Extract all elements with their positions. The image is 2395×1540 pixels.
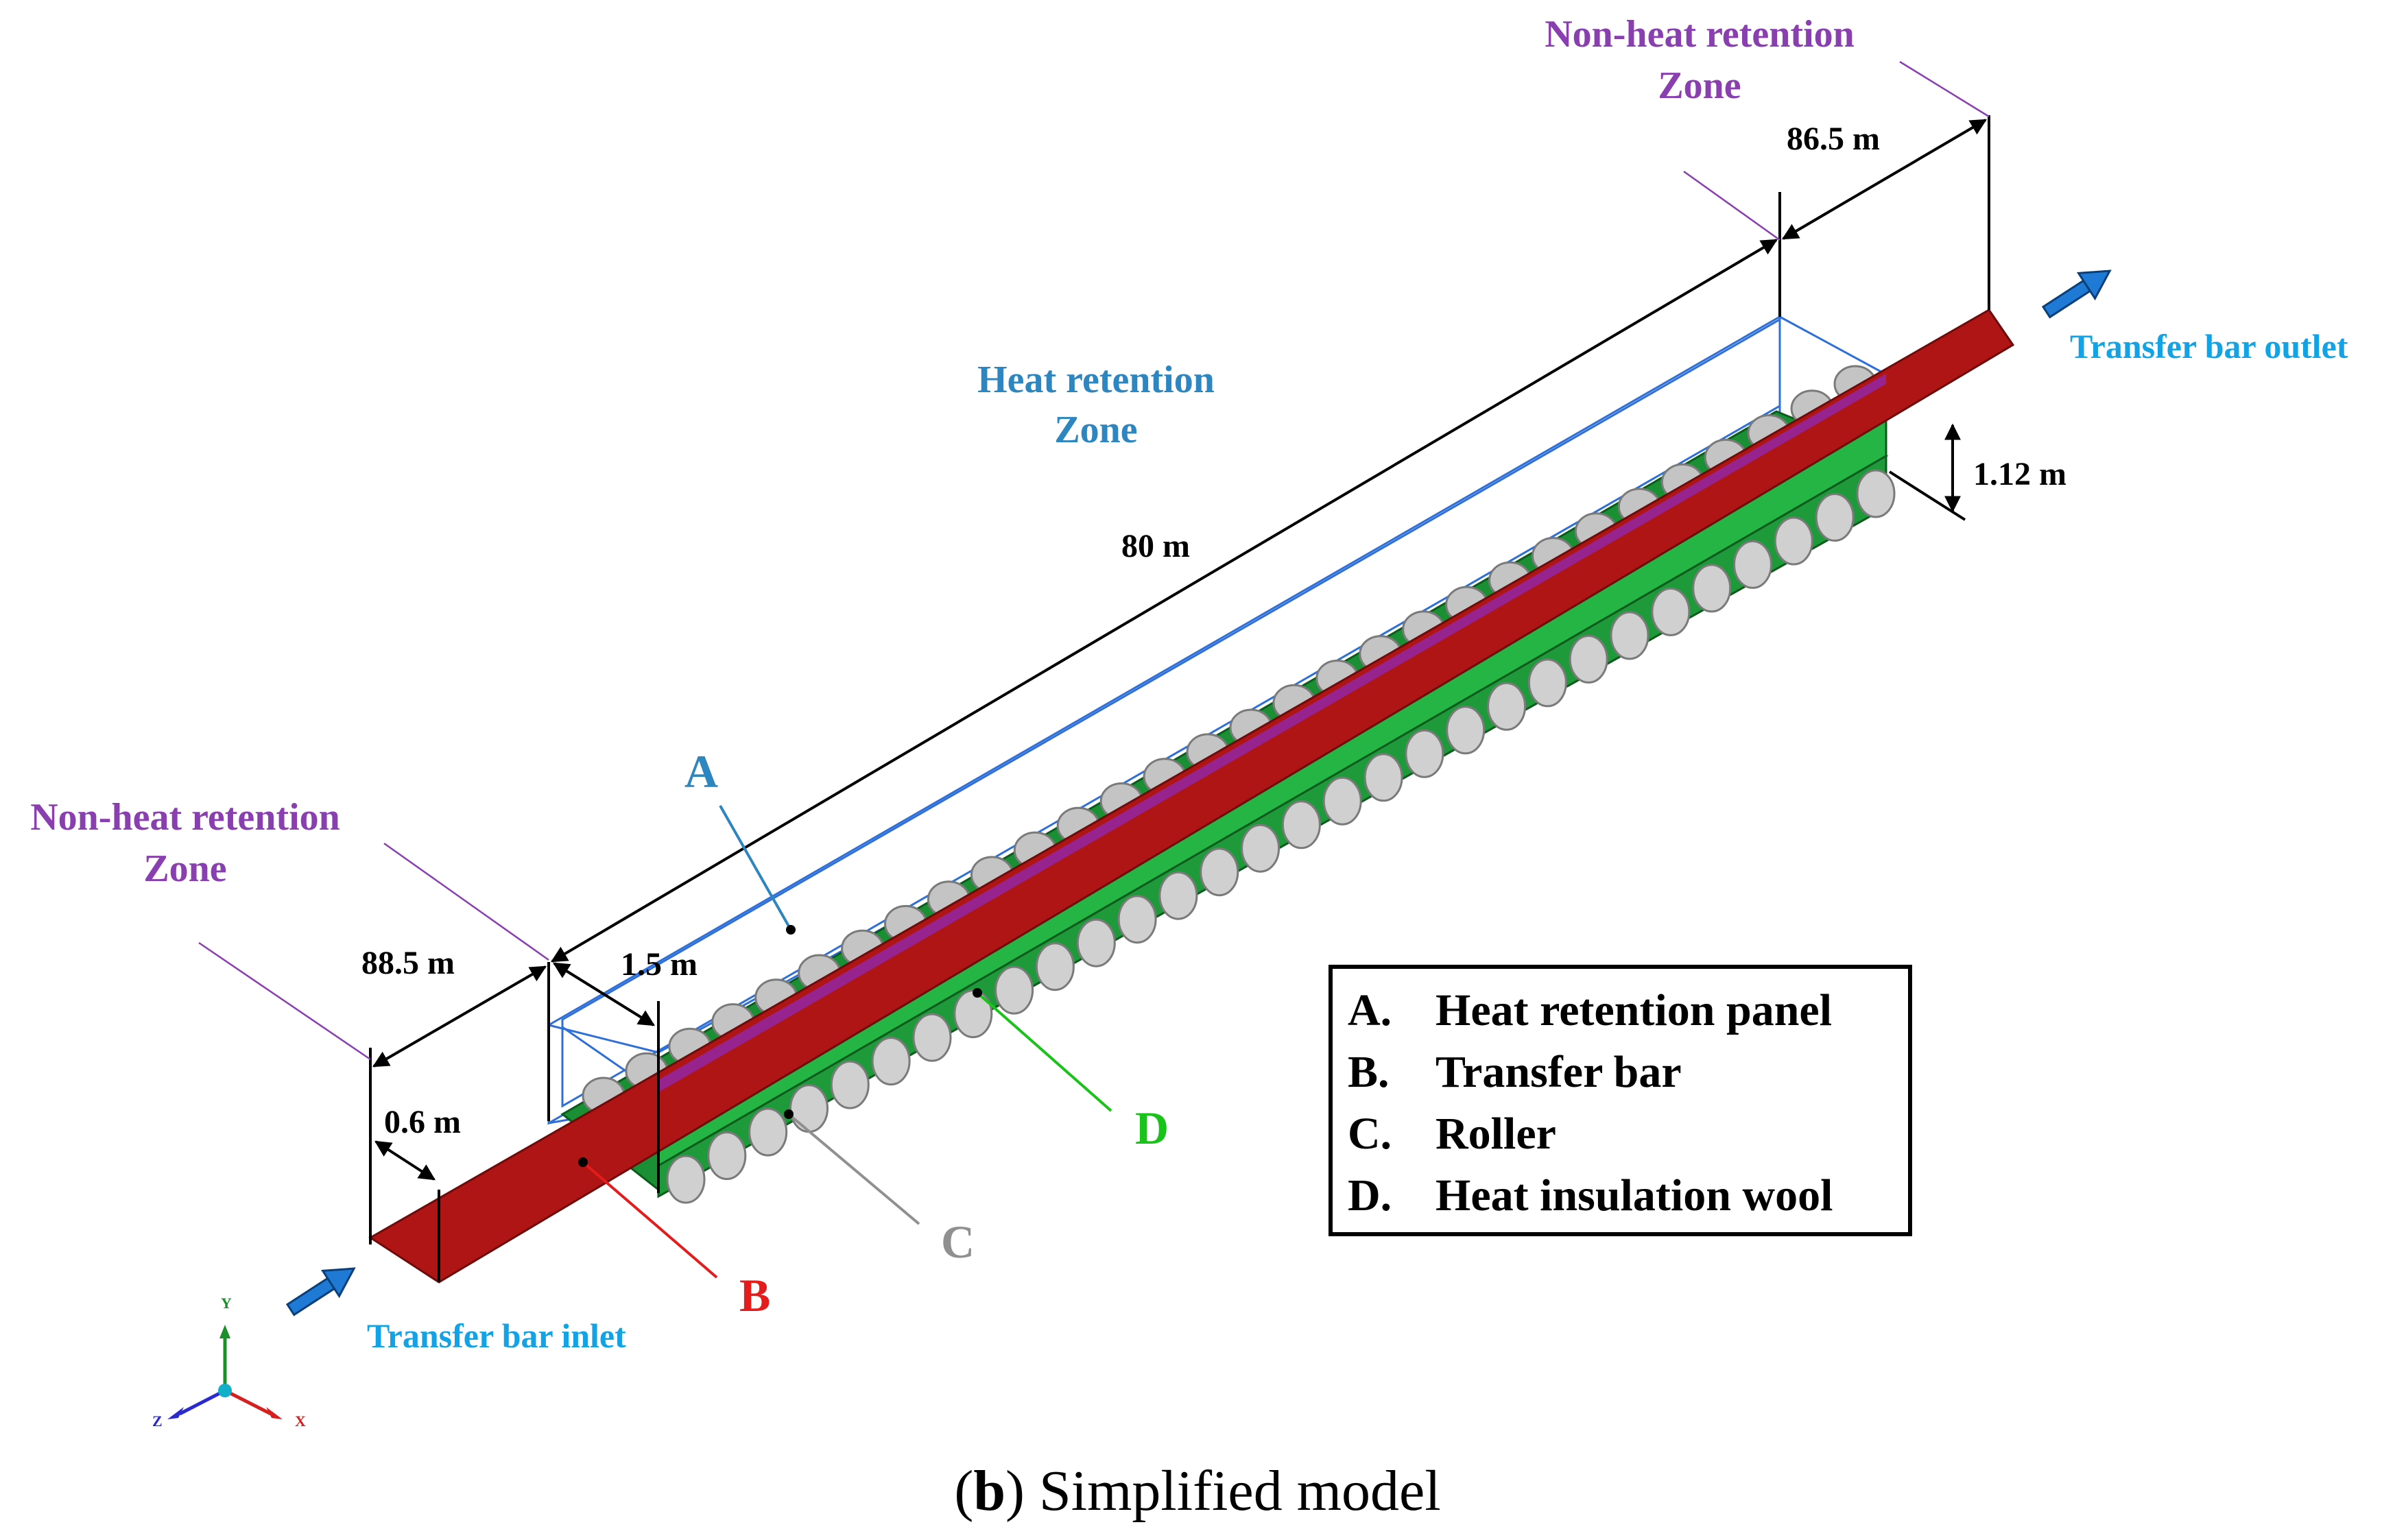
legend-label-d: Heat insulation wool xyxy=(1435,1170,1833,1220)
roller-front xyxy=(1241,823,1280,873)
dim-1-12m: 1.12 m xyxy=(1973,456,2066,492)
flow-arrows xyxy=(285,269,2112,1316)
roller-front xyxy=(1322,776,1362,826)
roller-front xyxy=(1815,493,1855,542)
roller-front xyxy=(953,989,993,1039)
axis-z-label: Z xyxy=(152,1412,163,1430)
roller-front xyxy=(830,1060,870,1109)
non-heat-zone-left-line2: Zone xyxy=(143,847,226,890)
roller-front xyxy=(1281,800,1321,850)
roller-front xyxy=(1569,634,1608,684)
roller-front xyxy=(1527,658,1567,708)
heat-zone-label-line2: Zone xyxy=(1054,409,1137,451)
roller-front xyxy=(707,1131,747,1180)
roller-front xyxy=(871,1037,911,1086)
legend-label-a: Heat retention panel xyxy=(1435,985,1832,1035)
roller-front xyxy=(1733,540,1772,589)
legend-key-b: B. xyxy=(1348,1047,1390,1097)
roller-front xyxy=(1076,918,1116,967)
roller-front xyxy=(1610,611,1649,660)
roller-front xyxy=(994,965,1034,1015)
heat-zone-label-line1: Heat retention xyxy=(977,359,1215,401)
roller-front xyxy=(1487,682,1527,731)
zone-leader-lines xyxy=(198,60,1990,1061)
non-heat-zone-left-line1: Non-heat retention xyxy=(30,796,340,839)
legend-key-d: D. xyxy=(1348,1170,1392,1220)
inlet-arrow-icon xyxy=(285,1267,356,1316)
callout-d: D xyxy=(1135,1102,1169,1154)
non-heat-zone-right-line2: Zone xyxy=(1658,64,1741,107)
legend-key-c: C. xyxy=(1348,1109,1392,1159)
axis-y-label: Y xyxy=(221,1295,232,1312)
figure-caption: (b) Simplified model xyxy=(954,1459,1440,1523)
roller-front xyxy=(1200,847,1239,897)
callout-letters: A B C D xyxy=(684,745,1169,1321)
roller-front xyxy=(1405,729,1444,778)
dim-0-6m: 0.6 m xyxy=(384,1104,461,1140)
caption-text: Simplified model xyxy=(1039,1459,1441,1523)
roller-front xyxy=(748,1107,788,1157)
dim-88-5m: 88.5 m xyxy=(361,945,455,981)
roller-front xyxy=(1856,469,1896,518)
legend-label-c: Roller xyxy=(1435,1109,1556,1159)
dim-86-5m: 86.5 m xyxy=(1787,121,1880,157)
outlet-label: Transfer bar outlet xyxy=(2070,327,2348,365)
roller-front xyxy=(789,1084,829,1133)
inlet-label: Transfer bar inlet xyxy=(367,1316,626,1355)
legend-key-a: A. xyxy=(1348,985,1392,1035)
callout-b: B xyxy=(739,1269,770,1321)
roller-front xyxy=(666,1155,706,1204)
roller-front xyxy=(1158,871,1198,920)
caption-letter: b xyxy=(973,1459,1005,1523)
dim-1-5m: 1.5 m xyxy=(621,946,698,983)
non-heat-zone-right-line1: Non-heat retention xyxy=(1545,13,1855,56)
callout-c: C xyxy=(941,1216,975,1268)
outlet-arrow-icon xyxy=(2041,269,2112,319)
roller-front xyxy=(912,1013,952,1062)
callout-a: A xyxy=(684,745,718,797)
roller-front xyxy=(1363,753,1403,802)
axis-x-label: X xyxy=(295,1412,306,1430)
roller-front xyxy=(1774,516,1813,566)
flow-labels: Transfer bar inlet Transfer bar outlet xyxy=(367,327,2348,1355)
legend-box: A. Heat retention panel B. Transfer bar … xyxy=(1328,965,1912,1236)
legend-label-b: Transfer bar xyxy=(1435,1047,1682,1097)
roller-front xyxy=(1692,564,1732,613)
roller-front xyxy=(1117,895,1157,944)
roller-front xyxy=(1446,706,1486,755)
callout-leaders xyxy=(578,805,1112,1279)
dimension-lines xyxy=(369,115,1990,1282)
dim-80m: 80 m xyxy=(1121,528,1190,564)
dimension-labels: 80 m 88.5 m 86.5 m 1.5 m 0.6 m 1.12 m xyxy=(361,121,2066,1140)
axis-triad: Y X Z xyxy=(152,1295,306,1430)
svg-text:(b) Simplified model: (b) Simplified model xyxy=(954,1459,1440,1523)
roller-front xyxy=(1035,942,1075,991)
roller-front xyxy=(1651,587,1691,636)
zone-labels: Heat retention Zone Non-heat retention Z… xyxy=(30,13,1855,890)
